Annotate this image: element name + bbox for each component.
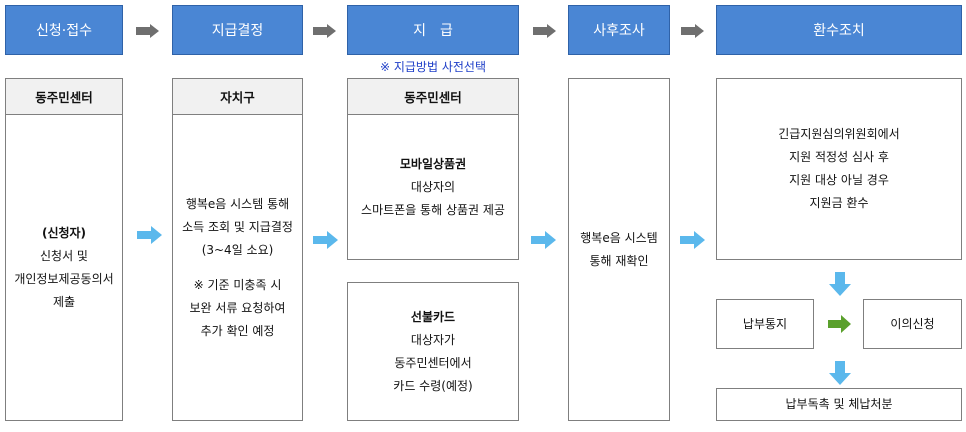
col2-line: ※ 기준 미충족 시 xyxy=(193,277,282,292)
final-action-box: 납부독촉 및 체납처분 xyxy=(716,388,962,421)
col1-line: (신청자) xyxy=(41,225,87,240)
col2-line: 행복e음 시스템 통해 xyxy=(185,196,290,211)
mobile-voucher-box: 모바일상품권 대상자의 스마트폰을 통해 상품권 제공 xyxy=(347,114,519,260)
gray-arrow-icon xyxy=(136,24,159,38)
col2-line: 소득 조회 및 지급결정 xyxy=(182,219,293,234)
col5-line: 지원 적정성 심사 후 xyxy=(789,150,889,164)
step-header-payment: 지 급 xyxy=(347,5,519,55)
col1-content: (신청자) 신청서 및 개인정보제공동의서 제출 xyxy=(5,114,123,421)
mobile-voucher-line: 대상자의 xyxy=(410,179,456,194)
green-arrow-icon xyxy=(828,315,851,333)
step-header-decision: 지급결정 xyxy=(172,5,303,55)
mobile-voucher-line: 스마트폰을 통해 상품권 제공 xyxy=(361,202,505,217)
col4-line: 통해 재확인 xyxy=(589,253,649,268)
col2-subheader: 자치구 xyxy=(172,78,303,115)
blue-arrow-icon xyxy=(313,231,338,249)
prepaid-card-line: 동주민센터에서 xyxy=(394,355,472,370)
objection-label: 이의신청 xyxy=(890,316,935,331)
col4-line: 행복e음 시스템 xyxy=(580,230,658,245)
col1-line: 신청서 및 xyxy=(40,248,88,263)
col5-content: 긴급지원심의위원회에서 지원 적정성 심사 후 지원 대상 아닐 경우 지원금 … xyxy=(716,78,962,260)
blue-down-arrow-icon xyxy=(829,272,851,296)
payment-notice-label: 납부통지 xyxy=(742,316,788,331)
blue-down-arrow-icon xyxy=(829,361,851,385)
payment-notice-box: 납부통지 xyxy=(716,299,814,349)
step-header-apply: 신청·접수 xyxy=(5,5,123,55)
prepaid-card-line: 대상자가 xyxy=(410,332,456,347)
blue-arrow-icon xyxy=(531,231,556,249)
col1-subheader: 동주민센터 xyxy=(5,78,123,115)
prepaid-card-title: 선불카드 xyxy=(410,309,456,324)
gray-arrow-icon xyxy=(533,24,556,38)
step-header-recovery: 환수조치 xyxy=(716,5,962,55)
col2-line: 추가 확인 예정 xyxy=(200,323,275,338)
col1-line: 개인정보제공동의서 xyxy=(14,271,114,286)
final-action-label: 납부독촉 및 체납처분 xyxy=(785,397,893,411)
step-header-followup: 사후조사 xyxy=(568,5,670,55)
objection-box: 이의신청 xyxy=(863,299,962,349)
col1-line: 제출 xyxy=(52,294,76,309)
col5-line: 지원 대상 아닐 경우 xyxy=(789,173,889,187)
blue-arrow-icon xyxy=(680,231,705,249)
mobile-voucher-title: 모바일상품권 xyxy=(399,156,467,171)
gray-arrow-icon xyxy=(313,24,336,38)
prepaid-card-line: 카드 수령(예정) xyxy=(393,378,473,393)
blue-arrow-icon xyxy=(137,226,162,244)
payment-method-note: ※ 지급방법 사전선택 xyxy=(379,60,486,74)
col5-line: 긴급지원심의위원회에서 xyxy=(778,127,900,141)
col4-content: 행복e음 시스템 통해 재확인 xyxy=(568,78,670,421)
col2-line: (3~4일 소요) xyxy=(201,242,274,257)
col2-line: 보완 서류 요청하여 xyxy=(189,300,286,315)
prepaid-card-box: 선불카드 대상자가 동주민센터에서 카드 수령(예정) xyxy=(347,282,519,421)
col3-subheader: 동주민센터 xyxy=(347,78,519,115)
gray-arrow-icon xyxy=(681,24,704,38)
col5-line: 지원금 환수 xyxy=(809,196,869,210)
col2-content: 행복e음 시스템 통해 소득 조회 및 지급결정 (3~4일 소요) ※ 기준 … xyxy=(172,114,303,421)
